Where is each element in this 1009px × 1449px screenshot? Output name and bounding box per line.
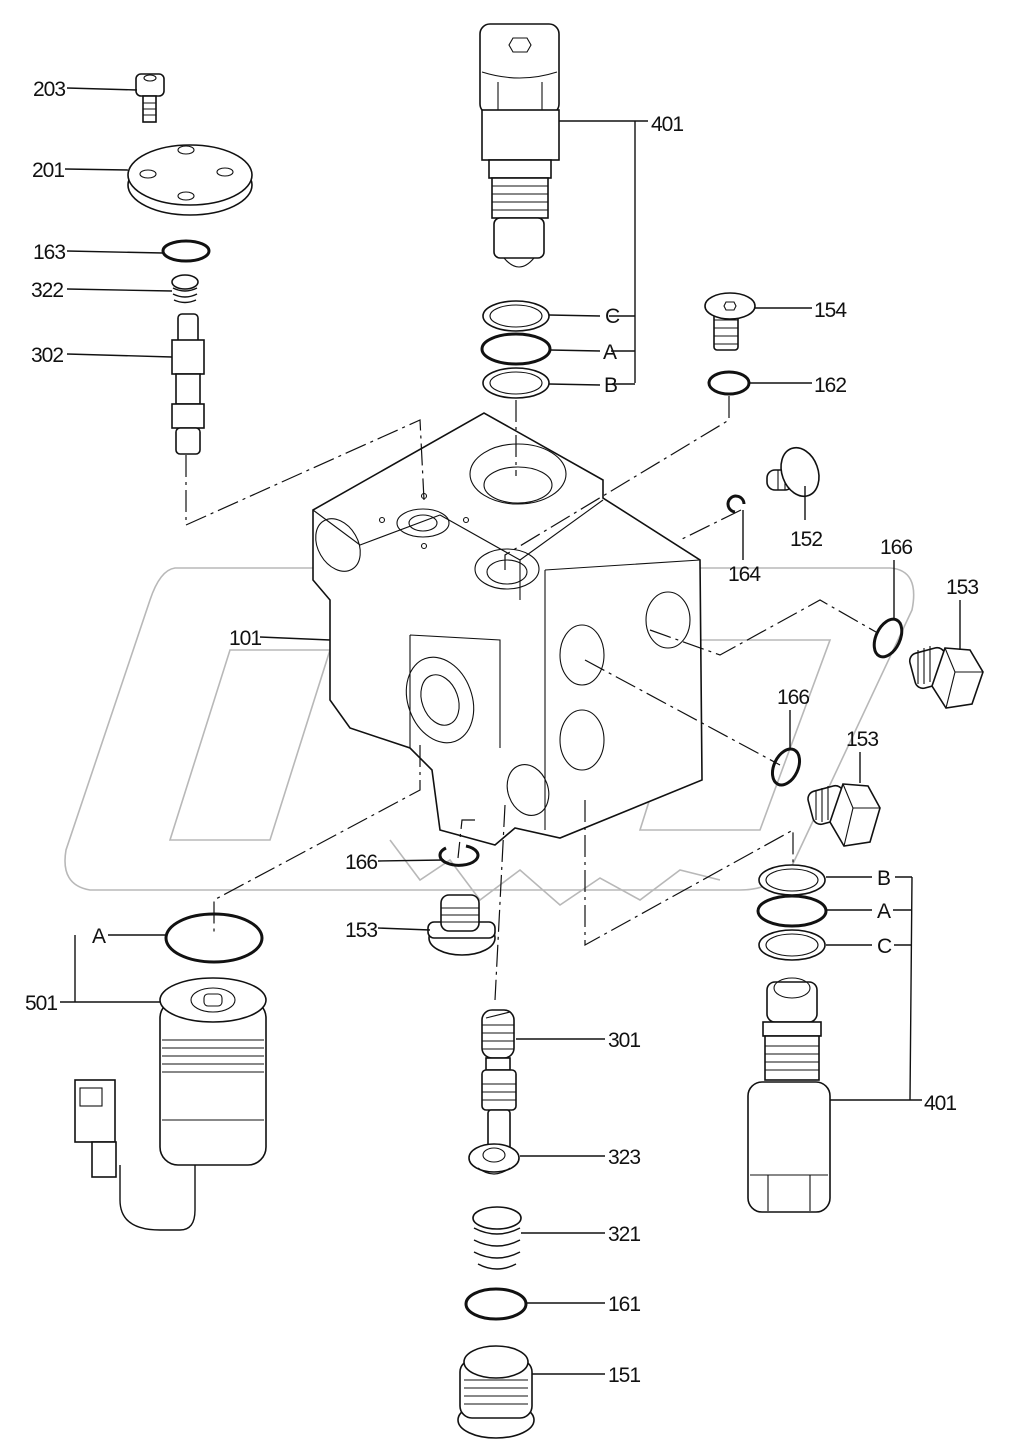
o-ring-401-a-lower[interactable] (756, 894, 828, 928)
callout-323: 323 (608, 1146, 640, 1169)
callout-203: 203 (33, 78, 65, 101)
plug-153-right-upper[interactable] (908, 646, 984, 709)
callout-labels: 203 201 163 322 302 401 C A B 154 162 15… (25, 78, 979, 1387)
backup-ring-401-b-upper[interactable] (482, 367, 550, 399)
callout-166-right-upper: 166 (880, 536, 912, 559)
callout-401-lower-a: A (877, 900, 891, 923)
callout-154: 154 (814, 299, 847, 322)
callout-501: 501 (25, 992, 57, 1015)
callout-321: 321 (608, 1223, 640, 1246)
callout-401-lower: 401 (924, 1092, 956, 1115)
plug-154[interactable] (704, 292, 756, 351)
spring-321[interactable] (472, 1206, 522, 1270)
spring-322[interactable] (171, 274, 199, 304)
callout-166-lower: 166 (345, 851, 377, 874)
o-ring-166-right-lower[interactable] (767, 745, 805, 790)
o-ring-161[interactable] (464, 1287, 528, 1321)
callout-151: 151 (608, 1364, 640, 1387)
o-ring-501-a[interactable] (164, 912, 264, 964)
callout-101: 101 (229, 627, 261, 650)
callout-501-a: A (92, 925, 106, 948)
callout-161: 161 (608, 1293, 640, 1316)
callout-153-right-lower: 153 (846, 728, 878, 751)
leader-lines (60, 87, 961, 1375)
callout-401-upper: 401 (651, 113, 683, 136)
callout-301: 301 (608, 1029, 640, 1052)
o-ring-164[interactable] (726, 494, 746, 514)
callout-201: 201 (32, 159, 64, 182)
spring-seat-323[interactable] (468, 1143, 520, 1175)
o-ring-163[interactable] (161, 239, 211, 263)
relief-valve-401-lower[interactable] (747, 977, 831, 1213)
spool-302[interactable] (171, 313, 205, 455)
plug-153-lower[interactable] (427, 894, 496, 956)
callout-153-lower: 153 (345, 919, 377, 942)
plug-151[interactable] (457, 1345, 535, 1439)
callout-401-upper-b: B (604, 374, 617, 397)
callout-302: 302 (31, 344, 63, 367)
callout-166-right-lower: 166 (777, 686, 809, 709)
plug-152[interactable] (766, 442, 825, 501)
valve-body-101[interactable] (307, 412, 703, 846)
cover-plate-201[interactable] (127, 144, 253, 216)
spool-301[interactable] (481, 1009, 517, 1151)
callout-164: 164 (728, 563, 761, 586)
assembly-centerlines (185, 396, 877, 1001)
backup-ring-401-c-lower[interactable] (758, 929, 826, 961)
o-ring-401-a-upper[interactable] (480, 332, 552, 366)
o-ring-166-right-upper[interactable] (869, 615, 908, 661)
callout-401-lower-c: C (877, 935, 892, 958)
callout-401-upper-c: C (605, 305, 620, 328)
o-ring-166-lower[interactable] (438, 844, 480, 867)
relief-valve-401-upper[interactable] (479, 23, 560, 268)
callout-162: 162 (814, 374, 846, 397)
solenoid-valve-501[interactable] (74, 977, 267, 1231)
callout-163: 163 (33, 241, 65, 264)
bolt-203[interactable] (135, 73, 165, 123)
callout-153-right-upper: 153 (946, 576, 978, 599)
callout-152: 152 (790, 528, 822, 551)
callout-401-upper-a: A (603, 341, 617, 364)
backup-ring-401-c-upper[interactable] (482, 300, 550, 332)
plug-153-right-lower[interactable] (806, 783, 881, 847)
callout-401-lower-b: B (877, 867, 890, 890)
callout-322: 322 (31, 279, 63, 302)
o-ring-162[interactable] (707, 370, 751, 396)
